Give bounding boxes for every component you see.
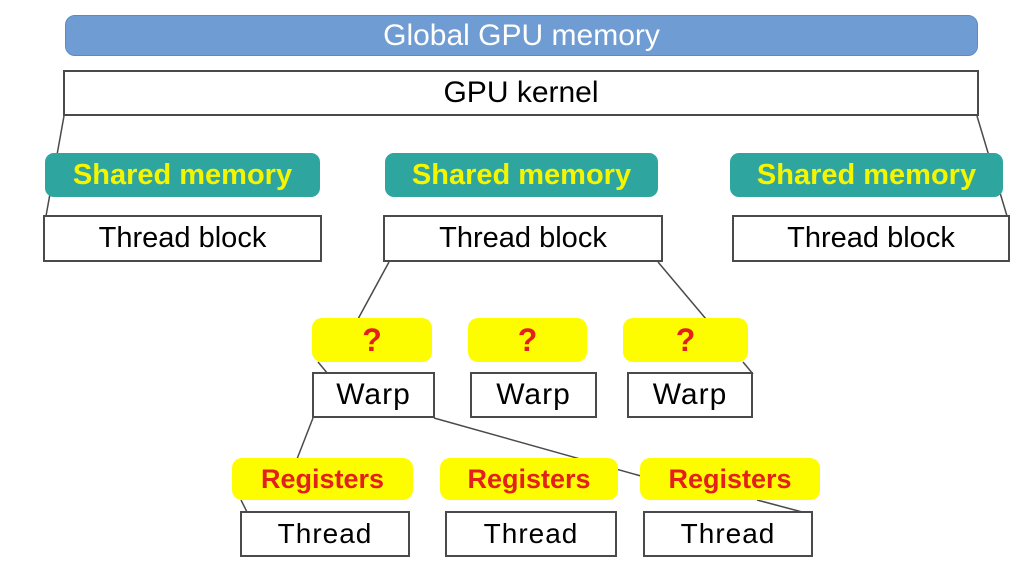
registers-node-2: Registers xyxy=(440,458,618,500)
connector-registers3-to-thread3 xyxy=(756,499,807,514)
connector-warp1-to-registers1 xyxy=(296,417,314,460)
registers-node-3: Registers xyxy=(640,458,820,500)
warp-node-1: Warp xyxy=(312,372,435,418)
thread-node-3: Thread xyxy=(643,511,813,557)
registers-node-1: Registers xyxy=(232,458,413,500)
question-node-1: ? xyxy=(312,318,432,362)
question-node-2: ? xyxy=(468,318,587,362)
shared-memory-node-3: Shared memory xyxy=(730,153,1003,197)
thread-node-2: Thread xyxy=(445,511,617,557)
thread-block-node-3: Thread block xyxy=(732,215,1010,262)
thread-node-1: Thread xyxy=(240,511,410,557)
gpu-kernel-node: GPU kernel xyxy=(63,70,979,116)
question-node-3: ? xyxy=(623,318,748,362)
connector-threadblock2-to-q1 xyxy=(357,261,390,320)
warp-node-3: Warp xyxy=(627,372,753,418)
thread-block-node-1: Thread block xyxy=(43,215,322,262)
global-gpu-memory-node: Global GPU memory xyxy=(65,15,978,56)
connector-threadblock2-to-q3 xyxy=(657,261,707,320)
shared-memory-node-2: Shared memory xyxy=(385,153,658,197)
warp-node-2: Warp xyxy=(470,372,597,418)
shared-memory-node-1: Shared memory xyxy=(45,153,320,197)
connector-registers1-to-thread1 xyxy=(240,499,248,513)
thread-block-node-2: Thread block xyxy=(383,215,663,262)
